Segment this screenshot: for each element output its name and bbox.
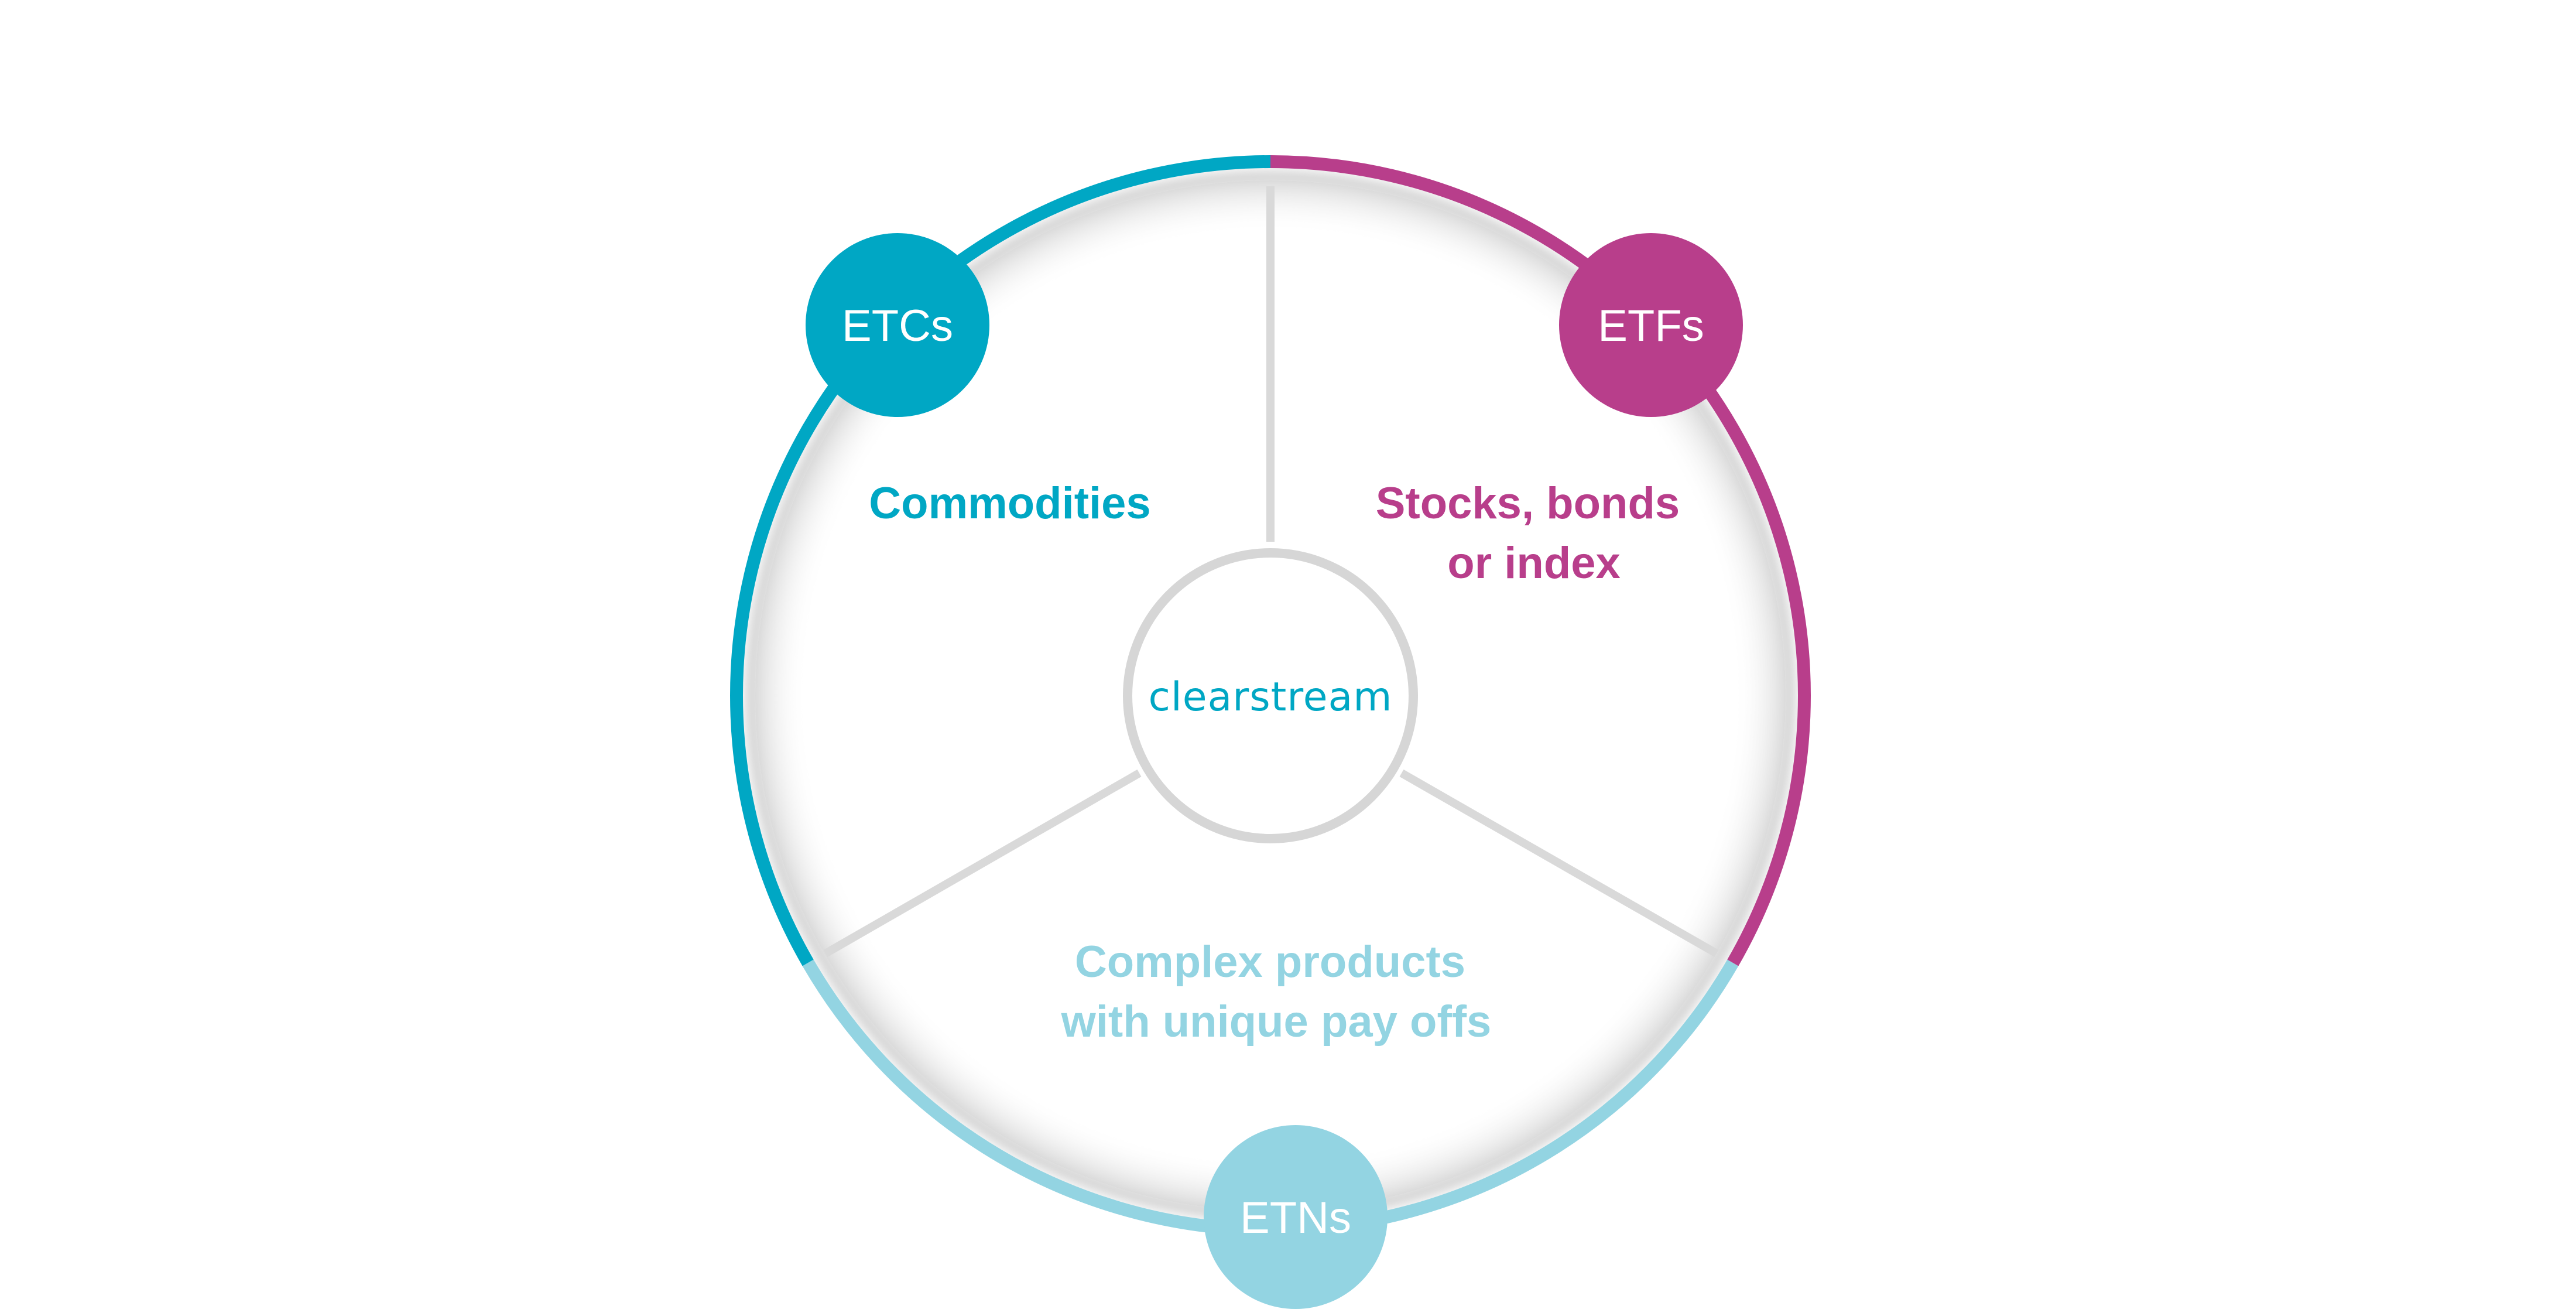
segment-description-etfs-line-1: Stocks, bonds xyxy=(1376,478,1680,528)
segment-description-etns-line-2: with unique pay offs xyxy=(1061,997,1492,1047)
node-etns-label: ETNs xyxy=(1240,1193,1351,1243)
segment-description-etfs-line-2: or index xyxy=(1447,538,1621,588)
segment-description-etcs: Commodities xyxy=(869,478,1150,528)
node-etfs-label: ETFs xyxy=(1598,301,1704,351)
segment-description-etcs-line-1: Commodities xyxy=(869,478,1150,528)
center-logo: clearstream xyxy=(1148,674,1392,720)
arc-etfs xyxy=(1270,155,1811,966)
node-etcs: ETCs xyxy=(806,233,989,417)
node-etns: ETNs xyxy=(1204,1125,1388,1309)
arc-etcs xyxy=(730,155,1271,966)
segment-description-etfs: Stocks, bonds or index xyxy=(1376,478,1693,588)
segment-description-etns-line-1: Complex products xyxy=(1075,937,1465,987)
center-ring xyxy=(1123,548,1418,843)
divider-bottom-left xyxy=(823,769,1142,958)
divider-bottom-right xyxy=(1399,769,1719,958)
node-etfs: ETFs xyxy=(1559,233,1743,417)
node-etcs-label: ETCs xyxy=(842,301,953,351)
segment-description-etns: Complex products with unique pay offs xyxy=(1061,937,1492,1047)
